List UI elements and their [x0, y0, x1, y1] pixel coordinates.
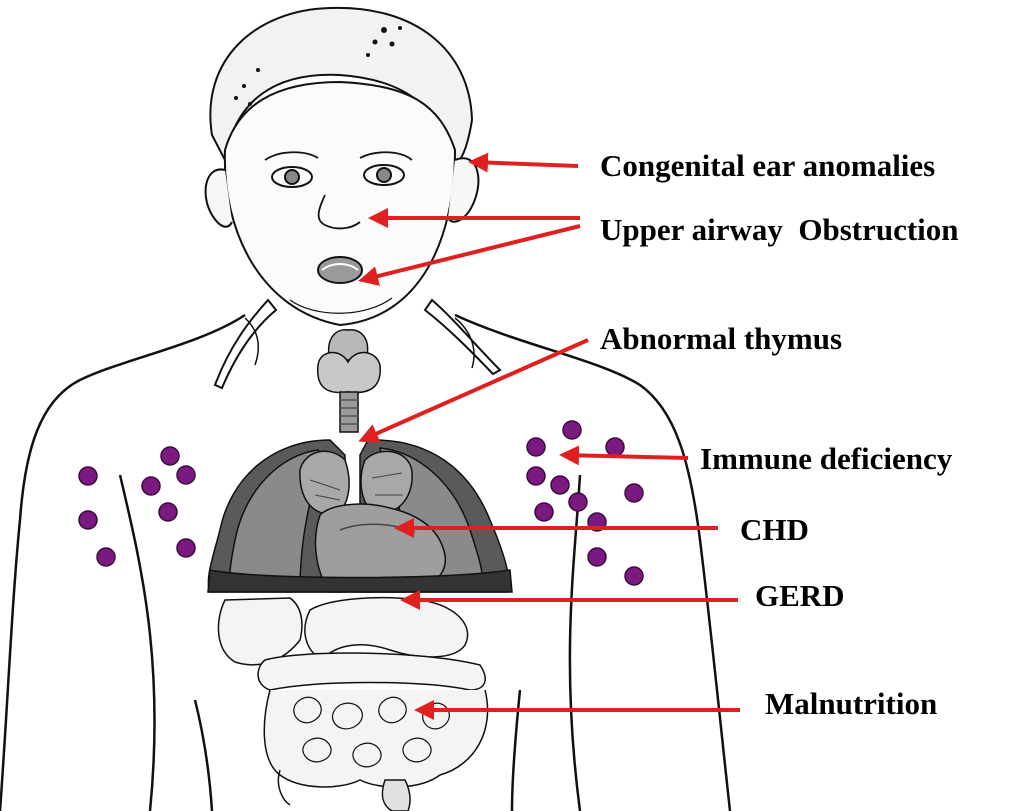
immune-dot [79, 511, 97, 529]
immune-dot [97, 548, 115, 566]
immune-dot [177, 539, 195, 557]
label-congenital-ear-anomalies: Congenital ear anomalies [600, 150, 935, 181]
immune-dot [625, 567, 643, 585]
chest-organs [208, 440, 512, 592]
trachea-thyroid [318, 330, 381, 432]
head [206, 8, 479, 325]
immune-dot [588, 548, 606, 566]
label-upper-airway-obstruction: Upper airway Obstruction [600, 214, 959, 245]
immune-dot [161, 447, 179, 465]
immune-dot [159, 503, 177, 521]
immune-dot [527, 438, 545, 456]
immune-dot [177, 466, 195, 484]
immune-dot [625, 484, 643, 502]
label-chd: CHD [740, 514, 809, 545]
immune-dot [569, 493, 587, 511]
abdominal-organs [218, 598, 487, 811]
label-abnormal-thymus: Abnormal thymus [600, 323, 842, 354]
arrow-immune [563, 455, 688, 458]
label-immune-deficiency: Immune deficiency [700, 443, 952, 474]
immune-dot [79, 467, 97, 485]
immune-dot [606, 438, 624, 456]
immune-dot [563, 421, 581, 439]
immune-dot [527, 467, 545, 485]
arrow-ear [472, 162, 578, 166]
immune-dot [535, 503, 553, 521]
label-malnutrition: Malnutrition [765, 688, 937, 719]
immune-dot [551, 476, 569, 494]
immune-dot [142, 477, 160, 495]
label-gerd: GERD [755, 580, 845, 611]
